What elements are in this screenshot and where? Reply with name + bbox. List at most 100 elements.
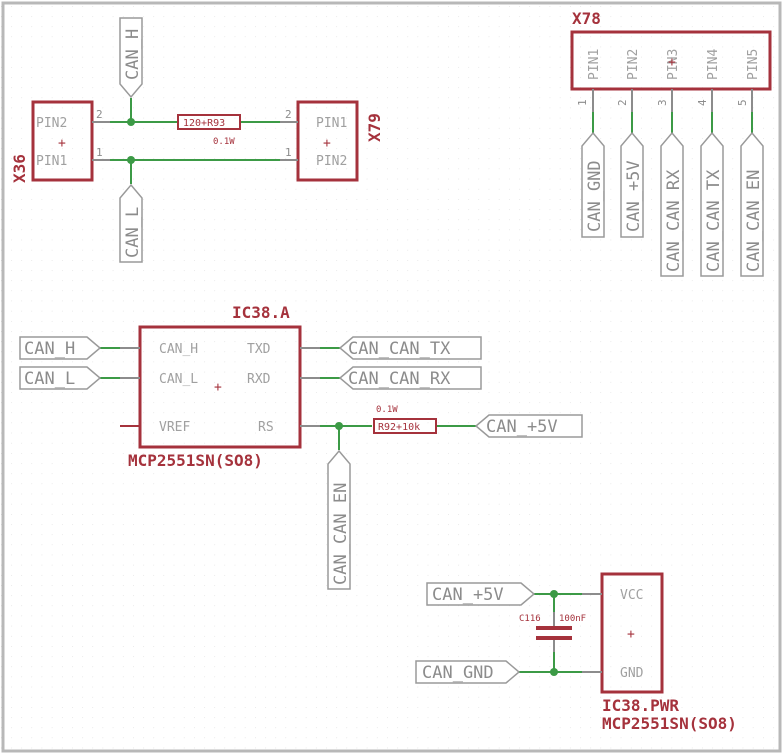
- netlabel-pwr-gnd[interactable]: CAN_GND: [415, 660, 521, 684]
- r92-name: R92+10k: [378, 422, 420, 433]
- x78-pin1-label: PIN1: [587, 49, 602, 80]
- x79-pin1-label: PIN1: [316, 116, 347, 131]
- capacitor-c116[interactable]: C116 100nF: [519, 612, 586, 652]
- junction-canh: [127, 118, 135, 126]
- c116-name: C116: [519, 614, 541, 624]
- ic38pwr[interactable]: VCC GND + IC38.PWR MCP2551SN(SO8): [600, 572, 737, 733]
- x36-origin-cross: +: [58, 136, 66, 151]
- x79-pinnum-2: 2: [285, 108, 292, 121]
- ic38a[interactable]: IC38.A CAN_H CAN_L VREF TXD RXD RS + MCP…: [128, 303, 302, 470]
- ic38pwr-pin-gnd: GND: [620, 666, 644, 681]
- netlabel-ic38a-canh-text: CAN_H: [24, 339, 75, 359]
- r93-name: 120+R93: [183, 118, 225, 129]
- x78-name: X78: [572, 9, 601, 28]
- ic38a-body[interactable]: [138, 325, 302, 449]
- ic38a-type: MCP2551SN(SO8): [128, 451, 263, 470]
- netlabel-can-l-mid-text: CAN_L: [123, 207, 143, 258]
- netlabel-x78-5v-text: CAN_+5V: [624, 160, 644, 232]
- x79-pinnum-1: 1: [285, 146, 292, 159]
- r92-body[interactable]: [373, 418, 437, 434]
- x78-pinnum-1: 1: [576, 99, 589, 106]
- ic38a-pin-txd: TXD: [247, 342, 271, 357]
- netlabel-ic38a-canl[interactable]: CAN_L: [19, 366, 102, 390]
- c116-value: 100nF: [559, 614, 586, 624]
- netlabel-x78-tx[interactable]: CAN_CAN_TX: [700, 131, 724, 277]
- x36-name: X36: [10, 154, 29, 183]
- x79-body[interactable]: [296, 100, 359, 182]
- x36-pinnum-2: 2: [96, 108, 103, 121]
- ic38pwr-name: IC38.PWR: [602, 696, 679, 715]
- r93-value: 0.1W: [213, 137, 235, 147]
- netlabel-ic38a-en-text: CAN_CAN_EN: [331, 483, 351, 585]
- x36-body[interactable]: [31, 100, 94, 182]
- junction-canl: [127, 156, 135, 164]
- resistor-r93[interactable]: 120+R93 0.1W: [177, 114, 241, 147]
- netlabel-ic38a-rx[interactable]: CAN_CAN_RX: [338, 366, 482, 390]
- netlabel-ic38a-5v-text: CAN_+5V: [486, 417, 558, 437]
- netlabel-can-h-top-text: CAN_H: [123, 29, 143, 80]
- r93-body[interactable]: [177, 114, 241, 130]
- connector-x78[interactable]: X78 PIN1 PIN2 PIN3 PIN4 PIN5 + 1 2 3 4 5: [570, 9, 772, 106]
- ic38a-pin-vref: VREF: [159, 420, 190, 435]
- x78-wires: [592, 89, 753, 133]
- netlabel-ic38a-tx[interactable]: CAN_CAN_TX: [338, 336, 482, 360]
- netlabel-x78-tx-text: CAN_CAN_TX: [704, 169, 724, 272]
- netlabel-x78-en[interactable]: CAN_CAN_EN: [740, 131, 764, 277]
- x78-pinnum-4: 4: [696, 99, 709, 106]
- netlabel-x78-en-shape: [740, 131, 764, 277]
- netlabel-pwr-gnd-text: CAN_GND: [422, 663, 494, 683]
- netlabel-x78-5v-shape: [620, 131, 644, 238]
- x36-pin2-label: PIN2: [36, 116, 67, 131]
- ic38pwr-type: MCP2551SN(SO8): [602, 714, 737, 733]
- netlabel-ic38a-5v-shape: [474, 414, 583, 438]
- x78-pinnum-2: 2: [616, 99, 629, 106]
- netlabel-x78-tx-shape: [700, 131, 724, 277]
- netlabel-ic38a-5v[interactable]: CAN_+5V: [474, 414, 583, 438]
- netlabel-x78-rx-shape: [660, 131, 684, 277]
- connector-x79[interactable]: PIN1 PIN2 + X79 2 1: [285, 100, 384, 182]
- connector-x36[interactable]: PIN2 PIN1 + X36 2 1: [10, 100, 103, 183]
- x78-pinnum-5: 5: [736, 99, 749, 106]
- netlabel-ic38a-rx-shape: [338, 366, 482, 390]
- netlabel-pwr-5v-shape: [426, 582, 536, 606]
- junction-pwr-gnd: [550, 668, 558, 676]
- ic38pwr-pin-vcc: VCC: [620, 588, 643, 603]
- netlabel-ic38a-canh-shape: [19, 336, 102, 360]
- x78-pin3-label: PIN3: [666, 49, 681, 80]
- netlabel-ic38a-en[interactable]: CAN_CAN_EN: [327, 449, 351, 590]
- x78-pin5-label: PIN5: [746, 49, 761, 80]
- netlabel-pwr-5v[interactable]: CAN_+5V: [426, 582, 536, 606]
- junction-pwr-5v: [550, 590, 558, 598]
- netlabel-x78-rx[interactable]: CAN_CAN_RX: [660, 131, 684, 277]
- netlabel-pwr-gnd-shape: [415, 660, 521, 684]
- x78-origin-cross: +: [668, 55, 676, 70]
- ic38a-origin-cross: +: [214, 380, 222, 395]
- netlabel-can-l-mid[interactable]: CAN_L: [119, 183, 143, 263]
- x78-pinnum-3: 3: [656, 99, 669, 106]
- netlabel-ic38a-tx-text: CAN_CAN_TX: [348, 339, 451, 359]
- ic38a-pin-rs: RS: [258, 420, 274, 435]
- resistor-r92[interactable]: R92+10k 0.1W: [373, 405, 437, 434]
- netlabel-ic38a-canh[interactable]: CAN_H: [19, 336, 102, 360]
- netlabel-can-h-top[interactable]: CAN_H: [119, 17, 143, 99]
- netlabel-can-l-mid-shape: [119, 183, 143, 263]
- netlabel-ic38a-tx-shape: [338, 336, 482, 360]
- ic38a-pin-rxd: RXD: [247, 372, 271, 387]
- x78-pin2-label: PIN2: [626, 49, 641, 80]
- junction-rs: [335, 422, 343, 430]
- r92-value: 0.1W: [376, 405, 398, 415]
- ic38a-pin-canl: CAN_L: [159, 372, 198, 387]
- netlabel-x78-gnd[interactable]: CAN_GND: [581, 131, 605, 238]
- netlabel-x78-en-text: CAN_CAN_EN: [744, 170, 764, 272]
- netlabel-x78-5v[interactable]: CAN_+5V: [620, 131, 644, 238]
- ic38pwr-body[interactable]: [600, 572, 664, 694]
- x36-pin1-label: PIN1: [36, 154, 67, 169]
- netlabel-x78-rx-text: CAN_CAN_RX: [664, 169, 684, 272]
- x78-pin4-label: PIN4: [706, 49, 721, 80]
- netlabel-can-h-top-shape: [119, 17, 143, 99]
- netlabel-ic38a-en-shape: [327, 449, 351, 590]
- netlabel-ic38a-canl-text: CAN_L: [24, 369, 75, 389]
- netlabel-pwr-5v-text: CAN_+5V: [432, 585, 504, 605]
